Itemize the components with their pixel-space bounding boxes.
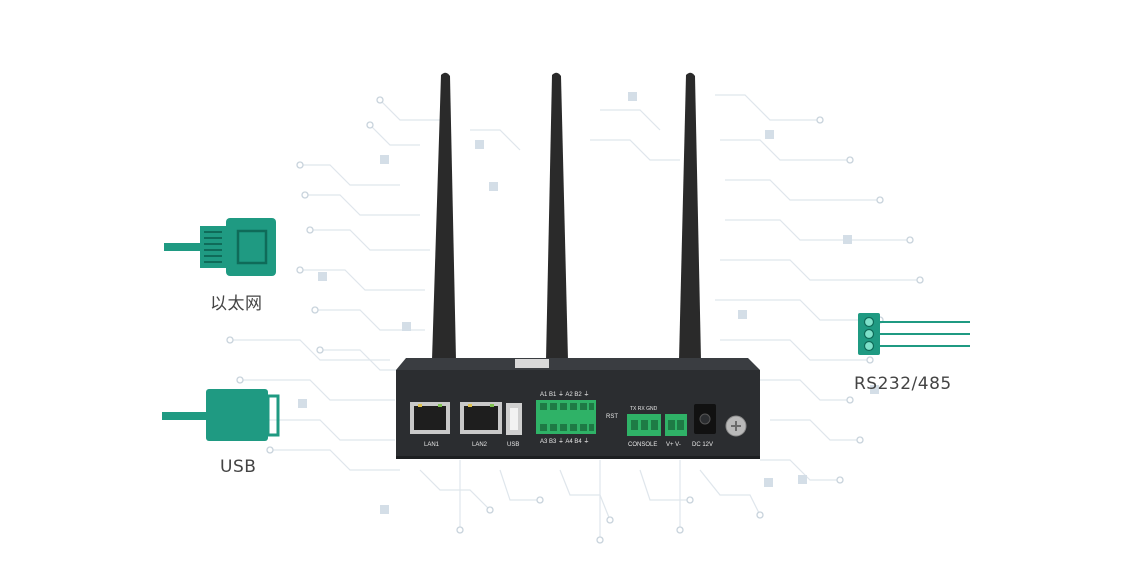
usb-port	[506, 403, 522, 435]
dc-label: DC 12V	[692, 442, 713, 448]
lan1-port	[410, 402, 450, 434]
lan1-label: LAN1	[424, 442, 440, 448]
console-terminal	[627, 414, 661, 436]
antennas	[432, 72, 701, 361]
router-device: LAN1 LAN2 USB A1 B1 ⏚ A2 B2 ⏚ A3 B3 ⏚ A4…	[396, 358, 760, 459]
console-label: CONSOLE	[628, 442, 657, 448]
power-output-terminal	[665, 414, 687, 436]
lan2-port	[460, 402, 502, 434]
terminal-bottom-label: A3 B3 ⏚ A4 B4 ⏚	[540, 438, 589, 445]
terminal-block	[536, 400, 596, 434]
rj45-connector-icon	[164, 218, 276, 276]
circuit-background	[230, 94, 920, 540]
serial-label: RS232/485	[854, 374, 952, 394]
circuit-nodes	[226, 96, 924, 544]
rst-label: RST	[606, 414, 618, 420]
terminal-top-label: A1 B1 ⏚ A2 B2 ⏚	[540, 391, 589, 398]
circuit-squares	[298, 92, 879, 514]
lan2-label: LAN2	[472, 442, 488, 448]
power-out-label: V+ V-	[666, 442, 681, 448]
usb-port-label: USB	[507, 442, 519, 448]
usb-connector-icon	[162, 389, 280, 441]
serial-connector-icon	[858, 313, 970, 355]
ground-screw	[725, 415, 747, 437]
console-top-label: TX RX GND	[630, 406, 658, 412]
dc-jack	[694, 404, 716, 434]
usb-label: USB	[220, 457, 257, 477]
ethernet-label: 以太网	[210, 294, 263, 314]
